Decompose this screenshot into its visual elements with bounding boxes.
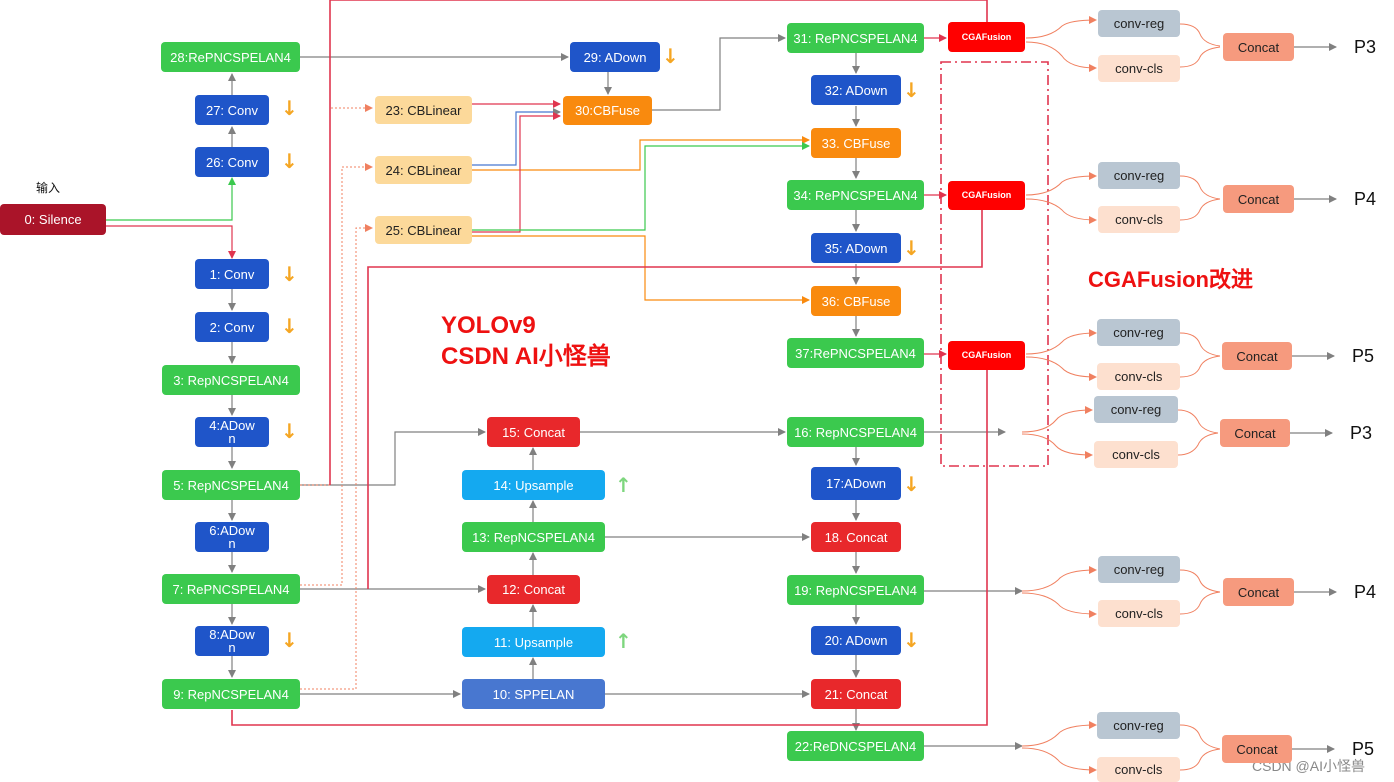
node-16-repncspelan4: 16: RepNCSPELAN4 <box>787 417 924 447</box>
node-7-repncspelan4: 7: RePNCSPELAN4 <box>162 574 300 604</box>
input-label: 输入 <box>36 181 61 195</box>
head-6-conv-reg: conv-reg <box>1097 712 1180 739</box>
node-11-upsample: 11: Upsample <box>462 627 605 657</box>
downsample-arrow-icon: ↓ <box>662 44 679 68</box>
node-23-cblinear: 23: CBLinear <box>375 96 472 124</box>
aux-to-cga <box>924 34 947 358</box>
output-edges <box>1290 43 1337 753</box>
head-3-concat: Concat <box>1222 342 1292 370</box>
downsample-arrow-icon: ↓ <box>281 628 298 652</box>
node-24-cblinear: 24: CBLinear <box>375 156 472 184</box>
head-3-conv-reg: conv-reg <box>1097 319 1180 346</box>
edge-silence-red <box>106 225 236 259</box>
node-18-concat: 18. Concat <box>811 522 901 552</box>
edge-silence-green <box>106 177 236 221</box>
node-1-conv: 1: Conv <box>195 259 269 289</box>
head-1-concat: Concat <box>1223 33 1294 61</box>
head-6-output: P5 <box>1352 739 1375 759</box>
head-edges <box>1021 16 1221 774</box>
neck-edges <box>300 428 1023 750</box>
node-cgafusion-2: CGAFusion <box>948 181 1025 210</box>
node-17-adown: 17:ADown <box>811 467 901 500</box>
head-1-conv-reg: conv-reg <box>1098 10 1180 37</box>
node-2-conv: 2: Conv <box>195 312 269 342</box>
head-2-conv-cls: conv-cls <box>1098 206 1180 233</box>
node-33-cbfuse: 33. CBFuse <box>811 128 901 158</box>
node-12-concat: 12: Concat <box>487 575 580 604</box>
downsample-arrow-icon: ↓ <box>903 78 920 102</box>
head-5-conv-reg: conv-reg <box>1098 556 1180 583</box>
cblinear-feeds <box>300 104 373 690</box>
node-37-repncspelan4: 37:RePNCSPELAN4 <box>787 338 924 368</box>
cga-dashed-box <box>940 61 1049 467</box>
node-8-adown: 8:ADow n <box>195 626 269 656</box>
head-3-output: P5 <box>1352 346 1375 366</box>
node-0-silence: 0: Silence <box>0 204 106 235</box>
head-4-output: P3 <box>1350 423 1373 443</box>
head-1-output: P3 <box>1354 37 1377 57</box>
head-6-concat: Concat <box>1222 735 1292 763</box>
head-4-conv-reg: conv-reg <box>1094 396 1178 423</box>
upsample-arrow-icon: ↑ <box>615 473 632 497</box>
cga-feedback-lines <box>231 0 988 726</box>
node-28-repncspelan4: 28:RePNCSPELAN4 <box>161 42 300 72</box>
node-20-adown: 20: ADown <box>811 626 901 655</box>
node-35-adown: 35: ADown <box>811 233 901 263</box>
head-4-concat: Concat <box>1220 419 1290 447</box>
downsample-arrow-icon: ↓ <box>281 149 298 173</box>
head-2-concat: Concat <box>1223 185 1294 213</box>
head-4-conv-cls: conv-cls <box>1094 441 1178 468</box>
node-6-adown: 6:ADow n <box>195 522 269 552</box>
node-25-cblinear: 25: CBLinear <box>375 216 472 244</box>
aux-edges <box>300 34 860 337</box>
downsample-arrow-icon: ↓ <box>281 262 298 286</box>
head-5-output: P4 <box>1354 582 1377 602</box>
head-5-conv-cls: conv-cls <box>1098 600 1180 627</box>
node-5-repncspelan4: 5: RepNCSPELAN4 <box>162 470 300 500</box>
head-6-conv-cls: conv-cls <box>1097 757 1180 782</box>
title-line-1: YOLOv9 <box>441 312 536 339</box>
head-1-conv-cls: conv-cls <box>1098 55 1180 82</box>
node-15-concat: 15: Concat <box>487 417 580 447</box>
node-14-upsample: 14: Upsample <box>462 470 605 500</box>
node-26-conv: 26: Conv <box>195 147 269 177</box>
node-21-concat: 21: Concat <box>811 679 901 709</box>
node-30-cbfuse: 30:CBFuse <box>563 96 652 125</box>
cga-improvement-label: CGAFusion改进 <box>1088 267 1253 292</box>
node-29-adown: 29: ADown <box>570 42 660 72</box>
downsample-arrow-icon: ↓ <box>903 472 920 496</box>
cblinear-to-cbfuse <box>472 100 810 304</box>
node-4-adown: 4:ADow n <box>195 417 269 447</box>
head-5-concat: Concat <box>1223 578 1294 606</box>
node-9-repncspelan4: 9: RepNCSPELAN4 <box>162 679 300 709</box>
node-36-cbfuse: 36: CBFuse <box>811 286 901 316</box>
node-27-conv: 27: Conv <box>195 95 269 125</box>
node-22-repncspelan4: 22:ReDNCSPELAN4 <box>787 731 924 761</box>
node-32-adown: 32: ADown <box>811 75 901 105</box>
downsample-arrow-icon: ↓ <box>281 314 298 338</box>
title-line-2: CSDN AI小怪兽 <box>441 343 611 370</box>
node-cgafusion-3: CGAFusion <box>948 341 1025 370</box>
downsample-arrow-icon: ↓ <box>903 628 920 652</box>
upsample-arrow-icon: ↑ <box>615 629 632 653</box>
head-3-conv-cls: conv-cls <box>1097 363 1180 390</box>
node-34-repncspelan4: 34: RePNCSPELAN4 <box>787 180 924 210</box>
node-19-repncspelan4: 19: RepNCSPELAN4 <box>787 575 924 605</box>
diagram-title: YOLOv9 CSDN AI小怪兽 <box>441 310 611 372</box>
node-13-repncspelan4: 13: RepNCSPELAN4 <box>462 522 605 552</box>
node-10-sppelan: 10: SPPELAN <box>462 679 605 709</box>
head-2-output: P4 <box>1354 189 1377 209</box>
node-3-repncspelan4: 3: RepNCSPELAN4 <box>162 365 300 395</box>
downsample-arrow-icon: ↓ <box>281 419 298 443</box>
head-2-conv-reg: conv-reg <box>1098 162 1180 189</box>
downsample-arrow-icon: ↓ <box>281 96 298 120</box>
node-31-repncspelan4: 31: RePNCSPELAN4 <box>787 23 924 53</box>
node-cgafusion-1: CGAFusion <box>948 22 1025 52</box>
downsample-arrow-icon: ↓ <box>903 236 920 260</box>
